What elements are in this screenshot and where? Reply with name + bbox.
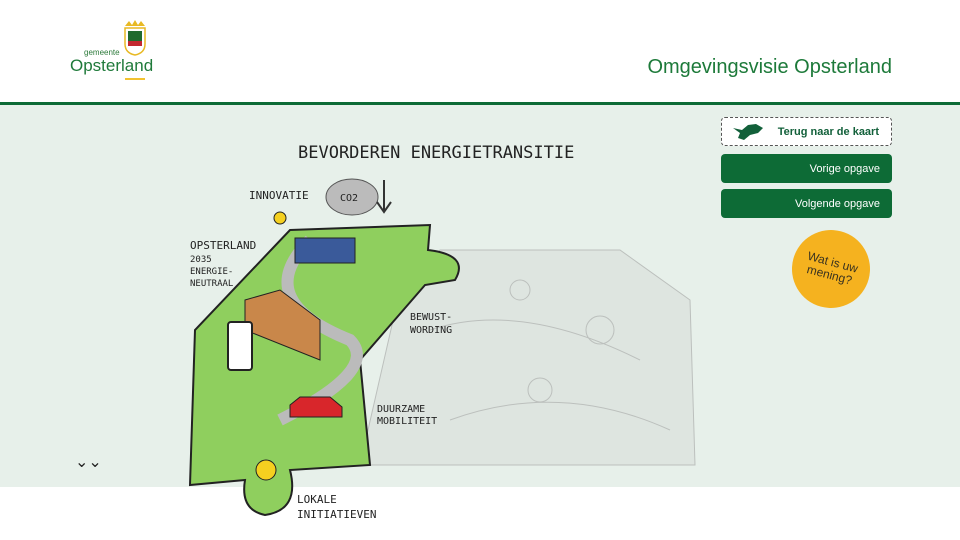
label-local-1: LOKALE xyxy=(297,493,337,506)
illustration-detail xyxy=(429,319,641,361)
logo-small-text: gemeente xyxy=(84,48,120,57)
lightbulb xyxy=(255,459,277,481)
previous-task-button[interactable]: Vorige opgave xyxy=(721,154,892,183)
label-co2: CO2 xyxy=(340,193,358,204)
gemeente-logo[interactable]: gemeente Opsterland xyxy=(68,20,158,84)
municipality-map-icon xyxy=(733,124,763,140)
illustration-detail xyxy=(509,279,531,301)
label-aware-2: WORDING xyxy=(410,325,452,336)
co2-cloud xyxy=(325,178,379,216)
back-to-map-button[interactable]: Terug naar de kaart xyxy=(721,117,892,146)
label-goal-4: NEUTRAAL xyxy=(190,279,233,289)
battery xyxy=(227,321,253,371)
site-title: Omgevingsvisie Opsterland xyxy=(647,56,892,78)
scroll-down-chevron-icon[interactable]: ⌄⌄ xyxy=(75,454,102,471)
label-innovation: INNOVATIE xyxy=(249,189,309,202)
label-mobility-1: DUURZAME xyxy=(377,404,425,415)
idea-bulb xyxy=(273,211,287,225)
back-to-map-label: Terug naar de kaart xyxy=(777,125,879,138)
label-goal-1: OPSTERLAND xyxy=(190,239,256,252)
illustration-detail xyxy=(585,315,615,345)
illustration-detail: BEVORDEREN ENERGIETRANSITIE INNOVATIE CO… xyxy=(190,143,574,521)
header: gemeente Opsterland Omgevingsvisie Opste… xyxy=(0,0,960,102)
illustration-detail xyxy=(449,401,671,431)
logo-name: Opsterland xyxy=(70,56,154,75)
road xyxy=(277,235,363,426)
down-arrow xyxy=(376,180,392,214)
car xyxy=(289,396,343,418)
logo-underline xyxy=(125,78,145,80)
label-mobility-2: MOBILITEIT xyxy=(377,416,437,427)
solar-panels xyxy=(294,237,356,264)
illustration-title: BEVORDEREN ENERGIETRANSITIE xyxy=(298,143,574,163)
crest-icon xyxy=(124,20,146,56)
label-aware-1: BEWUST- xyxy=(410,312,452,323)
label-goal-3: ENERGIE- xyxy=(190,267,233,277)
next-task-button[interactable]: Volgende opgave xyxy=(721,189,892,218)
energy-transition-illustration: BEVORDEREN ENERGIETRANSITIE INNOVATIE CO… xyxy=(188,143,696,521)
header-divider xyxy=(0,102,960,105)
label-local-2: INITIATIEVEN xyxy=(297,508,376,521)
label-goal-2: 2035 xyxy=(190,255,212,265)
